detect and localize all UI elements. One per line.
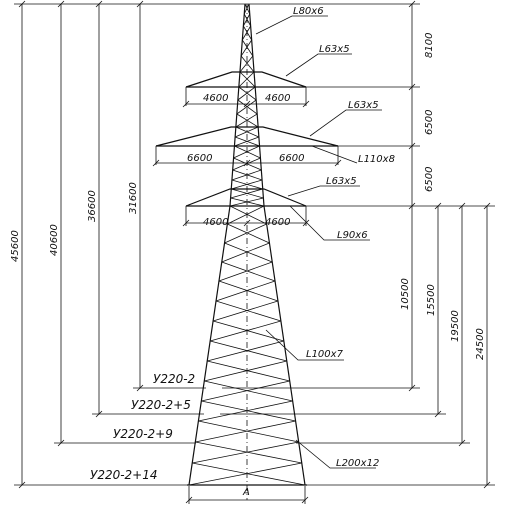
label-upper-arm-member: L63x5 (319, 44, 350, 55)
tower-brace (236, 99, 257, 115)
tower-brace (243, 25, 253, 41)
variant-1: У220-2 (153, 372, 195, 386)
tower-brace (204, 360, 287, 382)
tower-brace (234, 126, 259, 138)
member-callouts: L80x6 L63x5 L63x5 L110x8 L63x5 L90x6 L10… (255, 6, 395, 469)
tower-right-leg-upper (248, 3, 265, 207)
tower-brace (195, 441, 302, 464)
tower-left-leg-lower (188, 205, 231, 486)
dim-total-2: 40600 (49, 224, 60, 256)
tower-right-leg-lower (263, 205, 306, 486)
label-top-member: L80x6 (293, 6, 324, 17)
tower-brace (188, 462, 302, 486)
dim-h4: 24500 (475, 328, 486, 360)
dim-h2: 15500 (426, 284, 437, 316)
tower-brace (239, 55, 254, 73)
tower-brace (238, 86, 257, 101)
variant-labels: У220-2 У220-2+5 У220-2+9 У220-2+14 (90, 372, 195, 482)
tower-brace (221, 261, 276, 282)
right-dimensions: 8100 6500 6500 10500 15500 19500 24500 (220, 0, 495, 489)
label-body-member: L100x7 (306, 349, 344, 360)
tower-brace (210, 320, 282, 342)
tower-brace (218, 280, 279, 302)
label-leg-member: L200x12 (336, 458, 379, 469)
upper-left-span: 4600 (203, 93, 228, 104)
label-middle-arm-member: L63x5 (348, 100, 379, 111)
tower-brace (224, 223, 267, 244)
tower-brace (237, 99, 258, 115)
tower-structure (187, 3, 307, 486)
variant-2: У220-2+5 (131, 398, 191, 412)
tower-brace (236, 113, 259, 128)
tower-brace (240, 39, 253, 57)
dim-total-1: 45600 (10, 230, 21, 262)
tower-brace (215, 300, 282, 322)
tower-brace (227, 205, 265, 225)
arm-span-dims: 4600 4600 6600 6600 4600 4600 (152, 93, 342, 228)
tower-brace (243, 13, 251, 27)
tower-brace (238, 71, 255, 88)
tower-brace (207, 360, 290, 382)
tower-brace (215, 280, 276, 302)
dim-h3: 19500 (450, 310, 461, 342)
dim-h1: 10500 (400, 278, 411, 310)
lower-right-span: 4600 (265, 217, 290, 228)
left-dimensions: 45600 40600 36600 31600 (10, 0, 247, 489)
tower-brace (241, 39, 254, 57)
tower-brace (240, 55, 255, 73)
tower-brace (224, 242, 273, 263)
tower-brace (237, 86, 256, 101)
tower-brace (210, 340, 287, 362)
middle-left-span: 6600 (187, 153, 212, 164)
tower-brace (195, 420, 296, 443)
label-middle-arm-chord: L110x8 (358, 154, 395, 165)
tower-brace (212, 300, 279, 322)
tower-brace (207, 340, 284, 362)
base-dimension: A (185, 486, 309, 504)
tower-brace (243, 13, 251, 27)
label-lower-arm-chord: L90x6 (337, 230, 368, 241)
lower-left-span: 4600 (203, 217, 228, 228)
tower-brace (227, 223, 270, 244)
base-label: A (242, 487, 250, 498)
tower-brace (241, 25, 251, 41)
tower-brace (201, 380, 290, 402)
tower-brace (204, 380, 293, 402)
label-lower-arm-member: L63x5 (326, 176, 357, 187)
dim-total-4: 31600 (128, 182, 139, 214)
tower-brace (218, 261, 273, 282)
tower-brace (234, 136, 260, 147)
tower-brace (230, 188, 263, 199)
tower-brace (235, 113, 258, 128)
tower-brace (212, 320, 284, 342)
tower-brace (192, 462, 306, 486)
tower-brace (198, 400, 293, 422)
tower-brace (231, 179, 263, 190)
dim-middle-to-lower: 6500 (424, 167, 435, 192)
lower-arm-top-chord (185, 188, 307, 207)
tower-brace (221, 242, 270, 263)
tower-brace (192, 441, 299, 464)
tower-brace (233, 145, 260, 159)
upper-right-span: 4600 (265, 93, 290, 104)
dim-total-3: 36600 (87, 190, 98, 222)
variant-4: У220-2+14 (90, 468, 158, 482)
tower-brace (239, 71, 256, 88)
tower-brace (229, 205, 267, 225)
tower-brace (201, 400, 296, 422)
dim-upper-to-middle: 6500 (424, 110, 435, 135)
middle-right-span: 6600 (279, 153, 304, 164)
dim-top-to-upper: 8100 (424, 33, 435, 58)
variant-3: У220-2+9 (113, 427, 173, 441)
tower-left-leg-upper (229, 3, 246, 207)
tower-brace (198, 420, 299, 443)
